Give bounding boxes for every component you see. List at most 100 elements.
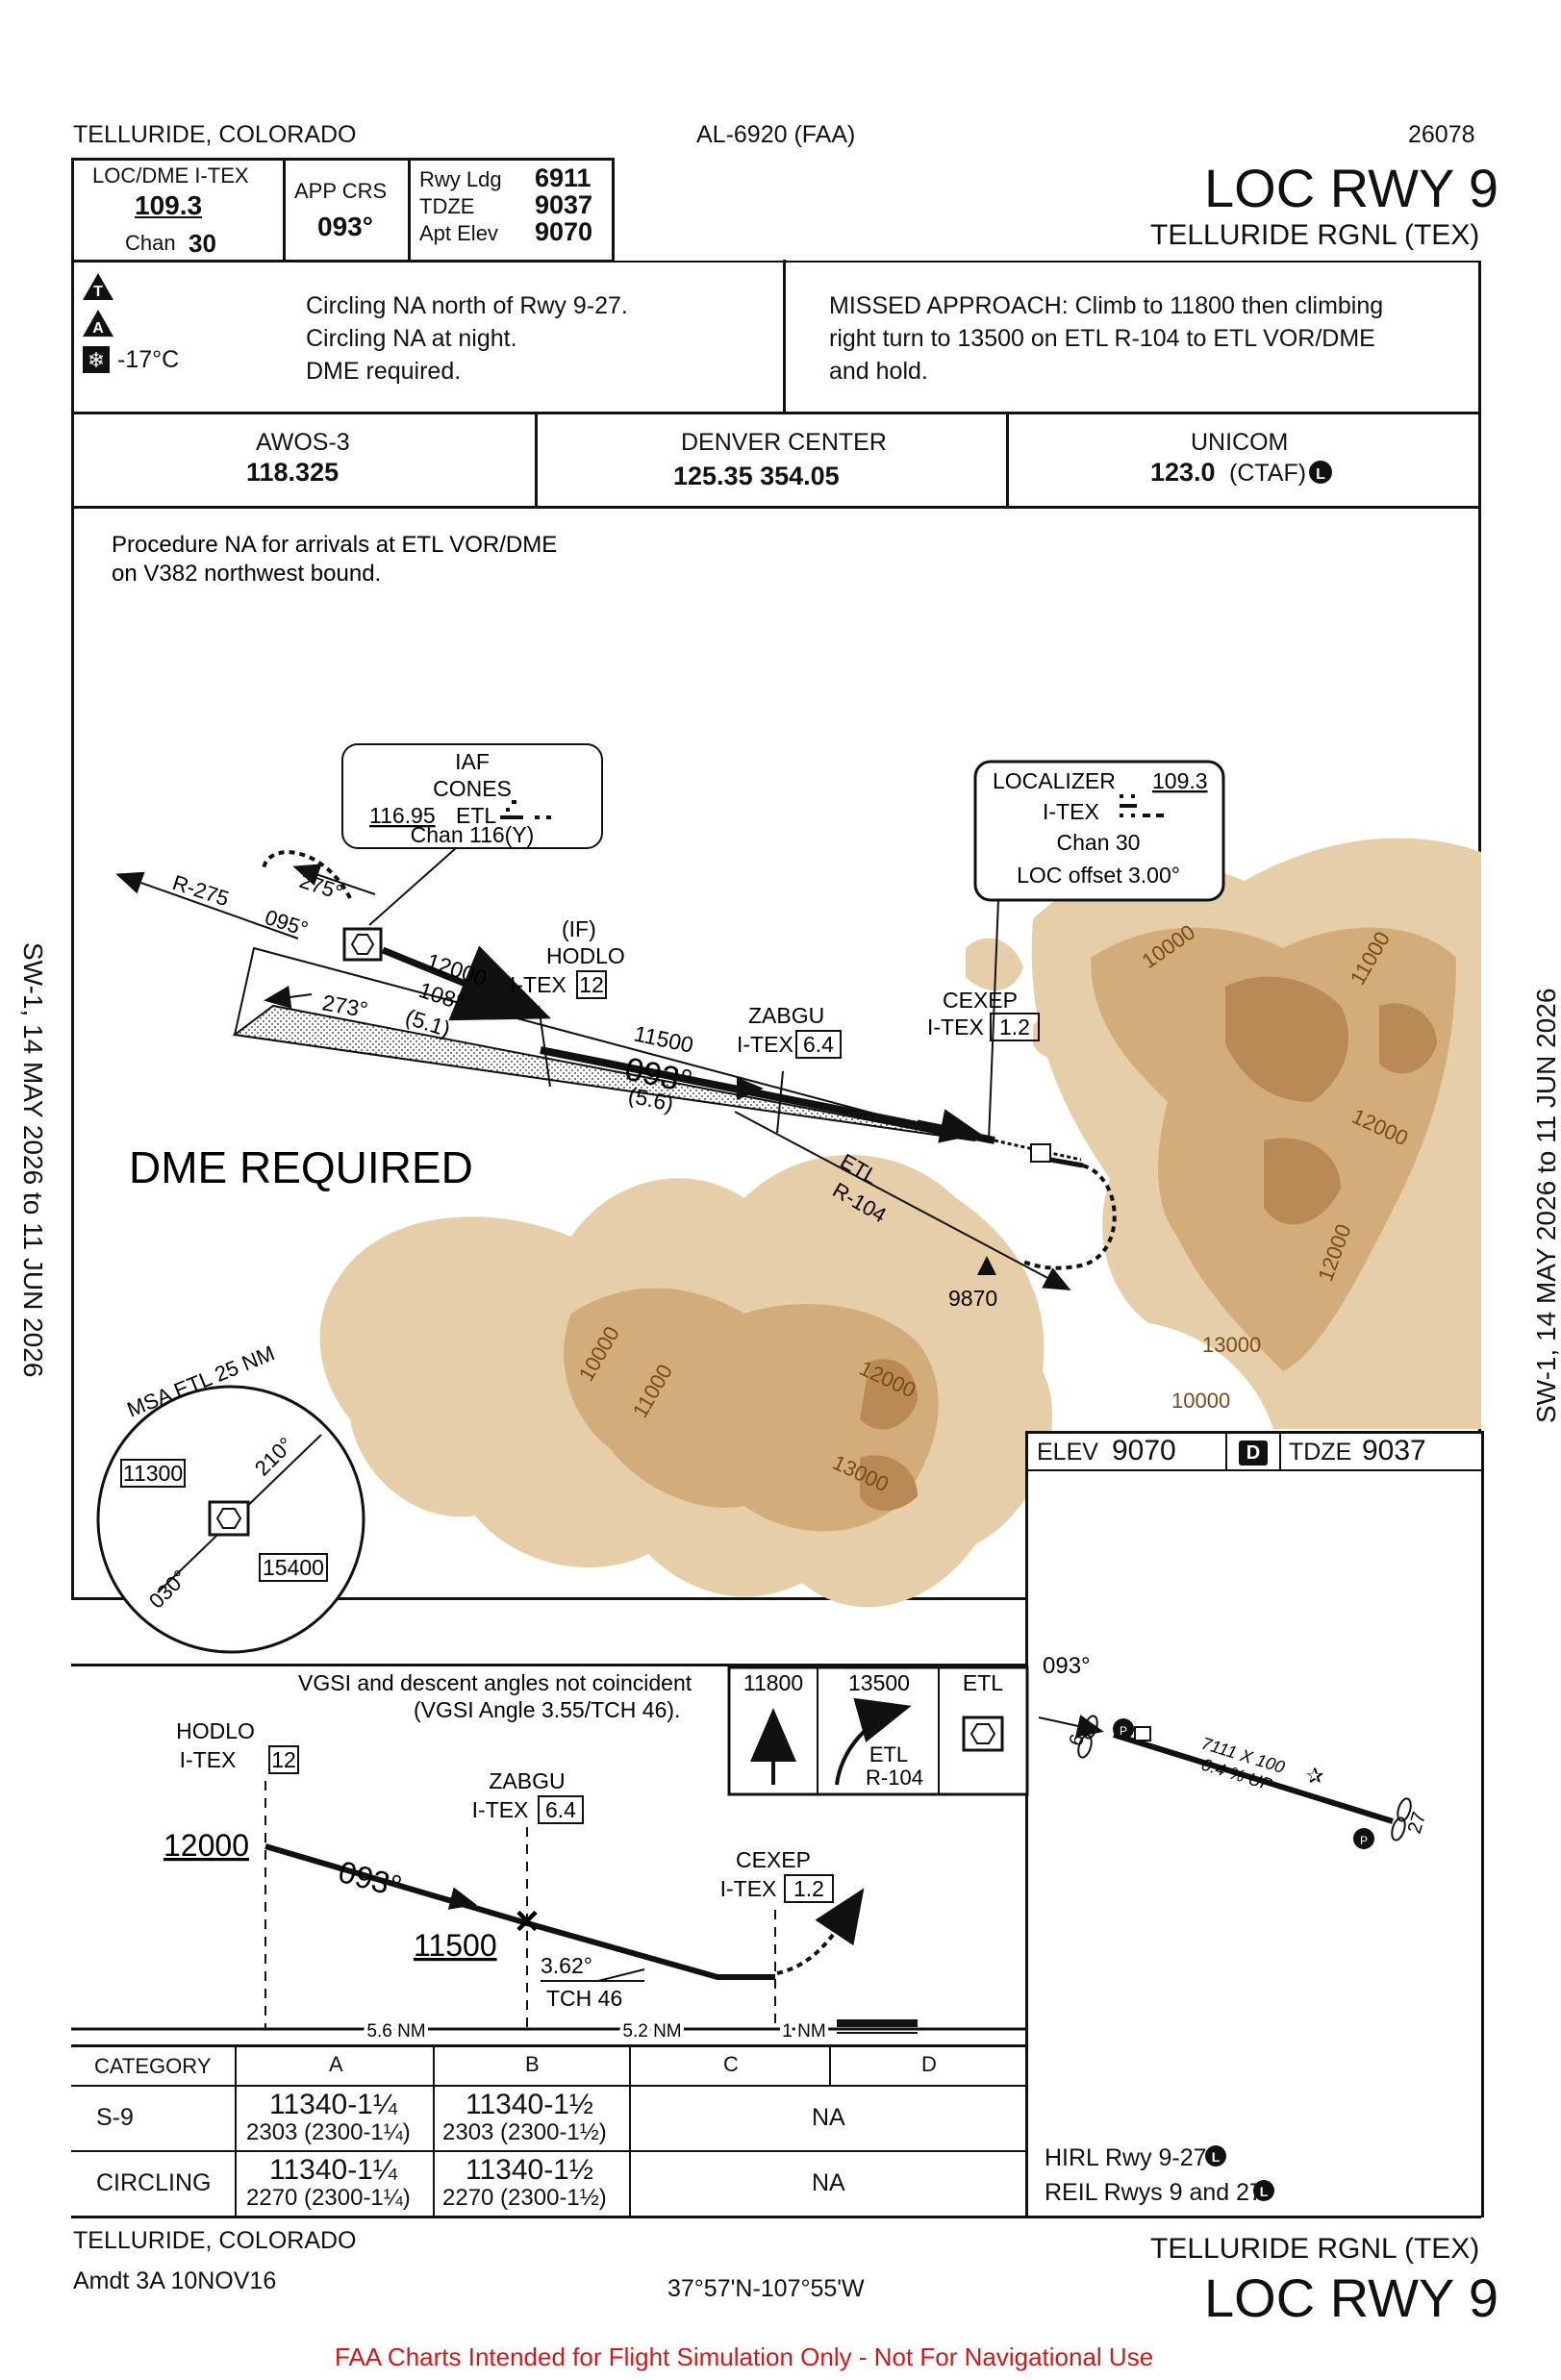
chart-label: 12000: [164, 1828, 249, 1863]
footer-city: TELLURIDE, COLORADO: [73, 2227, 357, 2254]
chart-label: 5.6 NM: [366, 2021, 425, 2042]
svg-text:T: T: [93, 284, 103, 300]
elev-value: 9070: [1112, 1435, 1176, 1466]
chart-label: ETL: [869, 1742, 908, 1766]
tdze: 9037: [535, 190, 593, 219]
row-s9-b-mda: 11340-1½: [466, 2089, 593, 2120]
comm-freq-awos: 118.325: [246, 458, 340, 487]
comm-name-unicom: UNICOM: [1191, 429, 1289, 456]
chart-label: 12: [579, 972, 604, 997]
chart-label: 13500: [848, 1670, 910, 1695]
tdze-label: TDZE: [419, 194, 475, 218]
chart-label: I-TEX: [737, 1032, 793, 1057]
etl-vor-icon: [969, 1723, 996, 1744]
col-header-category: CATEGORY: [94, 2054, 212, 2078]
divider: [1279, 1431, 1281, 1469]
chart-label: LOCALIZER: [993, 768, 1116, 793]
divider: [71, 2085, 1027, 2087]
chart-label: 11300: [123, 1461, 183, 1486]
svg-text:L: L: [1260, 2184, 1269, 2199]
runway-profile-bar: [837, 2019, 918, 2027]
plan-view: 10000 11000 12000 12000 13000 10000 1000…: [96, 532, 1481, 1654]
footer-title: LOC RWY 9: [1204, 2267, 1499, 2328]
papi-icon: [1353, 1828, 1374, 1849]
chart-label: (IF): [562, 916, 596, 941]
footer-coords: 37°57'N-107°55'W: [667, 2275, 865, 2302]
part-time-icon: L: [1205, 2145, 1226, 2167]
chart-label: Chan 116(Y): [411, 822, 535, 847]
col-header-c: C: [723, 2052, 739, 2076]
row-s9-b-hat: 2303 (2300-1½): [442, 2119, 607, 2145]
note-line-1: Circling NA north of Rwy 9-27.: [306, 292, 628, 319]
alternate-minimums-icon: [83, 310, 113, 337]
missed-line-2: right turn to 13500 on ETL R-104 to ETL …: [829, 325, 1375, 352]
header-chart-id: AL-6920 (FAA): [696, 121, 856, 148]
spot-elevation-icon: [977, 1256, 996, 1275]
cones-vor-icon: [342, 927, 383, 962]
chart-label: 9870: [948, 1286, 997, 1311]
beacon-icon: ✰: [1306, 1764, 1323, 1788]
chart-label: TCH 46: [546, 1986, 622, 2011]
chart-label: I-TEX: [180, 1747, 237, 1772]
chart-label: 1 NM: [782, 2021, 825, 2042]
chart-label: 5.2 NM: [622, 2021, 681, 2042]
rwy-ldg-label: Rwy Ldg: [419, 167, 502, 191]
morse-itex: [1120, 794, 1164, 817]
apt-elev: 9070: [535, 217, 593, 246]
chart-label: ZABGU: [489, 1768, 565, 1793]
row-circling-b-mda: 11340-1½: [466, 2154, 593, 2186]
chart-label: 095°: [262, 905, 311, 941]
divider: [71, 2216, 1481, 2218]
descent-path: [264, 1843, 775, 1980]
morse-etl: [500, 800, 551, 819]
disclaimer: FAA Charts Intended for Flight Simulatio…: [335, 2342, 1154, 2371]
airport-tdze-value: 9037: [1362, 1435, 1426, 1466]
chart-label: I-TEX: [720, 1876, 777, 1901]
comm-freq-center: 125.35 354.05: [673, 462, 840, 490]
app-crs: 093°: [317, 212, 373, 241]
chart-label: I-TEX: [510, 972, 566, 997]
chart-label: 116.95: [369, 803, 436, 828]
dme-arc-d-badge: D: [1239, 1441, 1268, 1466]
chart-label: 1.2: [793, 1876, 824, 1901]
svg-text:A: A: [92, 320, 104, 337]
row-circling-a-hat: 2270 (2300-1¼): [246, 2185, 411, 2211]
turn-arrow-icon: [835, 1697, 912, 1786]
chart-label: VGSI and descent angles not coincident: [298, 1670, 692, 1695]
comm-freq-unicom: 123.0: [1150, 458, 1216, 487]
dme-required-label: DME REQUIRED: [129, 1142, 473, 1192]
airport-icon: [1030, 1143, 1051, 1163]
row-circling-b-hat: 2270 (2300-1½): [442, 2185, 607, 2211]
svg-text:P: P: [1120, 1724, 1127, 1738]
divider: [829, 2044, 831, 2085]
reil-note: REIL Rwys 9 and 27: [1045, 2179, 1263, 2206]
chart-label: 1.2: [999, 1015, 1030, 1040]
divider: [235, 2044, 237, 2217]
chart-label: I-TEX: [472, 1797, 529, 1822]
loc-label: LOC/DME I-TEX: [92, 163, 249, 188]
chart-label: 6.4: [545, 1797, 576, 1822]
comm-name-awos: AWOS-3: [256, 429, 350, 456]
feeder-course: [381, 945, 551, 1021]
feather-shade: [232, 1004, 976, 1141]
effective-dates-left: SW-1, 14 MAY 2026 to 11 JUN 2026: [18, 942, 48, 1378]
chart-label: 12: [271, 1747, 296, 1772]
chart-label: 093°: [335, 1854, 405, 1904]
note-line-2: Circling NA at night.: [306, 325, 517, 352]
divider: [71, 260, 1481, 263]
col-header-b: B: [525, 2052, 540, 2076]
missed-line-1: MISSED APPROACH: Climb to 11800 then cli…: [829, 292, 1384, 319]
airport-name: TELLURIDE RGNL (TEX): [1150, 219, 1480, 251]
chart-label: I-TEX: [927, 1015, 984, 1040]
divider: [535, 412, 538, 508]
svg-text:❄: ❄: [88, 348, 105, 372]
papi-icon: [1113, 1718, 1134, 1740]
stepdown-fix-icon: ✕: [514, 1904, 541, 1941]
comm-ctaf: (CTAF): [1229, 460, 1307, 487]
hirl-note: HIRL Rwy 9-27: [1045, 2144, 1207, 2171]
divider: [433, 2044, 435, 2217]
row-s9-cd: NA: [812, 2104, 845, 2131]
chart-label: (VGSI Angle 3.55/TCH 46).: [414, 1697, 680, 1722]
divider: [629, 2044, 631, 2217]
chart-label: 11500: [414, 1928, 497, 1963]
